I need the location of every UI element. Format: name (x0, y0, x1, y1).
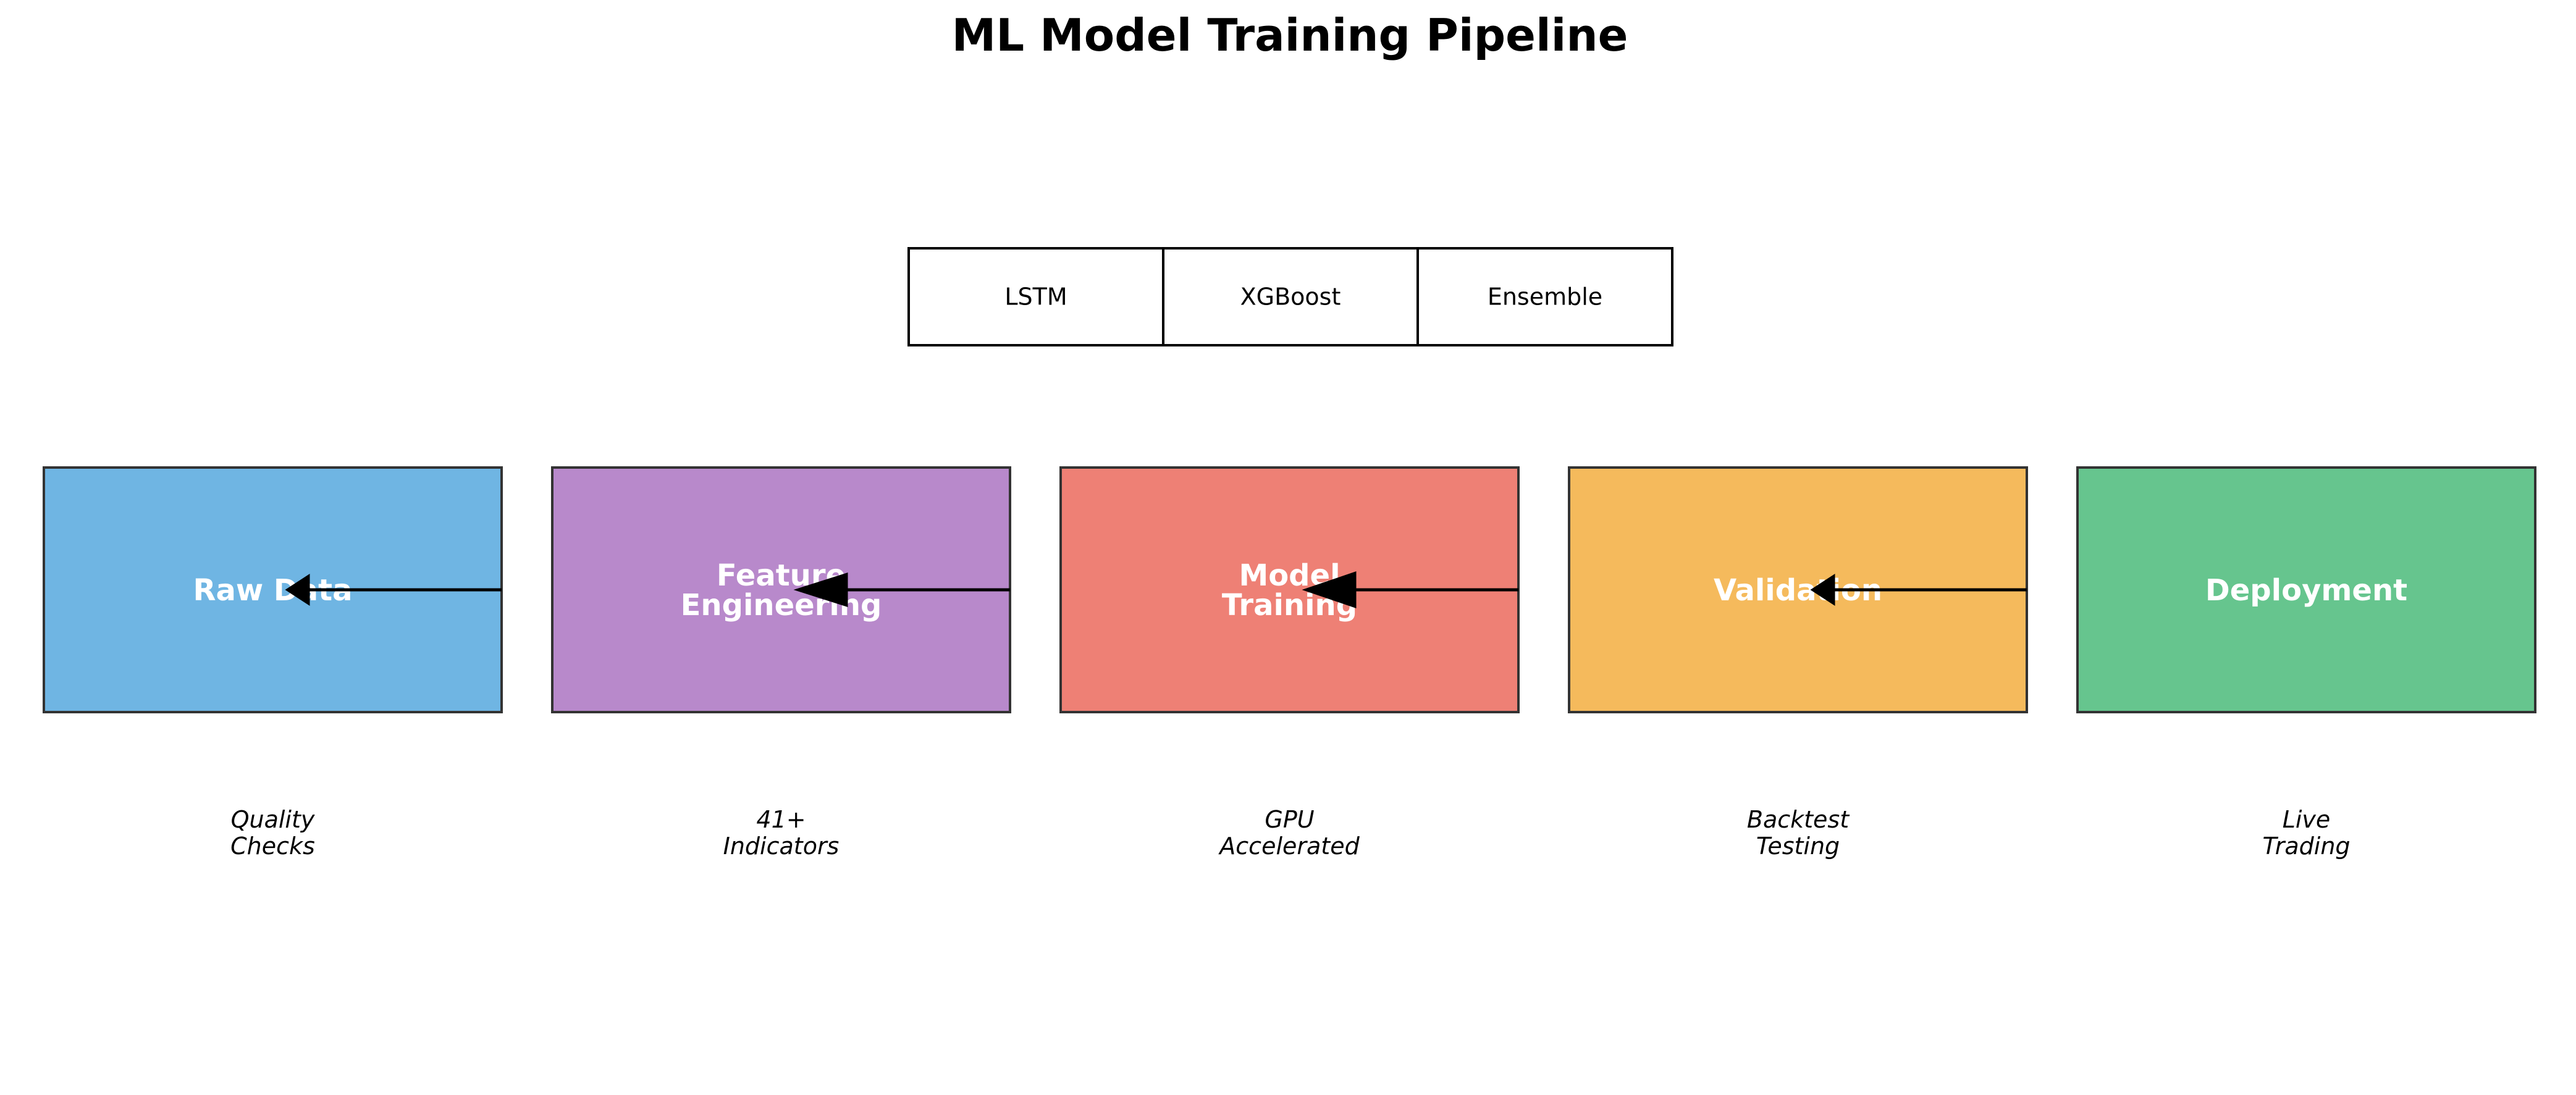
stage-box (2076, 466, 2536, 713)
stage-note-line: Indicators (723, 833, 840, 860)
pipeline-arrows-group (285, 571, 2027, 608)
stage-note-line: Accelerated (1218, 833, 1360, 860)
model-option-box (1162, 247, 1419, 346)
flow-arrow-head (285, 574, 310, 606)
flow-arrow-head (1810, 574, 1835, 606)
model-option-ensemble: Ensemble (1416, 247, 1673, 346)
stage-note-line: Live (2283, 806, 2331, 833)
flow-arrow-head (1302, 571, 1357, 608)
stage-deployment: Deployment (2076, 466, 2536, 713)
stage-note-line: Quality (231, 806, 315, 833)
stage-label-line: Engineering (681, 588, 882, 623)
flow-arrow (285, 574, 502, 606)
flow-arrow (1810, 574, 2027, 606)
flow-arrow (1302, 571, 1518, 608)
flow-arrow-head (793, 573, 848, 607)
stage-label-line: Deployment (2205, 573, 2407, 608)
stage-note-line: Backtest (1747, 806, 1850, 833)
stage-note-line: GPU (1265, 806, 1314, 833)
stage-label: Deployment (2205, 573, 2407, 608)
model-option-label: Ensemble (1488, 283, 1602, 311)
stage-note: 41+Indicators (723, 806, 840, 860)
model-option-label: LSTM (1004, 283, 1067, 311)
model-option-lstm: LSTM (907, 247, 1164, 346)
stage-note-line: 41+ (756, 806, 806, 833)
stage-note-line: Testing (1756, 833, 1840, 860)
flow-arrow (793, 573, 1010, 607)
diagram-title: ML Model Training Pipeline (952, 9, 1628, 61)
model-option-xgboost: XGBoost (1162, 247, 1419, 346)
stage-note-line: Checks (230, 833, 315, 860)
model-options-group: LSTM XGBoost Ensemble (907, 247, 1673, 346)
model-option-box (1416, 247, 1673, 346)
stage-note-line: Trading (2262, 833, 2350, 860)
model-option-box (907, 247, 1164, 346)
model-option-label: XGBoost (1240, 283, 1341, 311)
